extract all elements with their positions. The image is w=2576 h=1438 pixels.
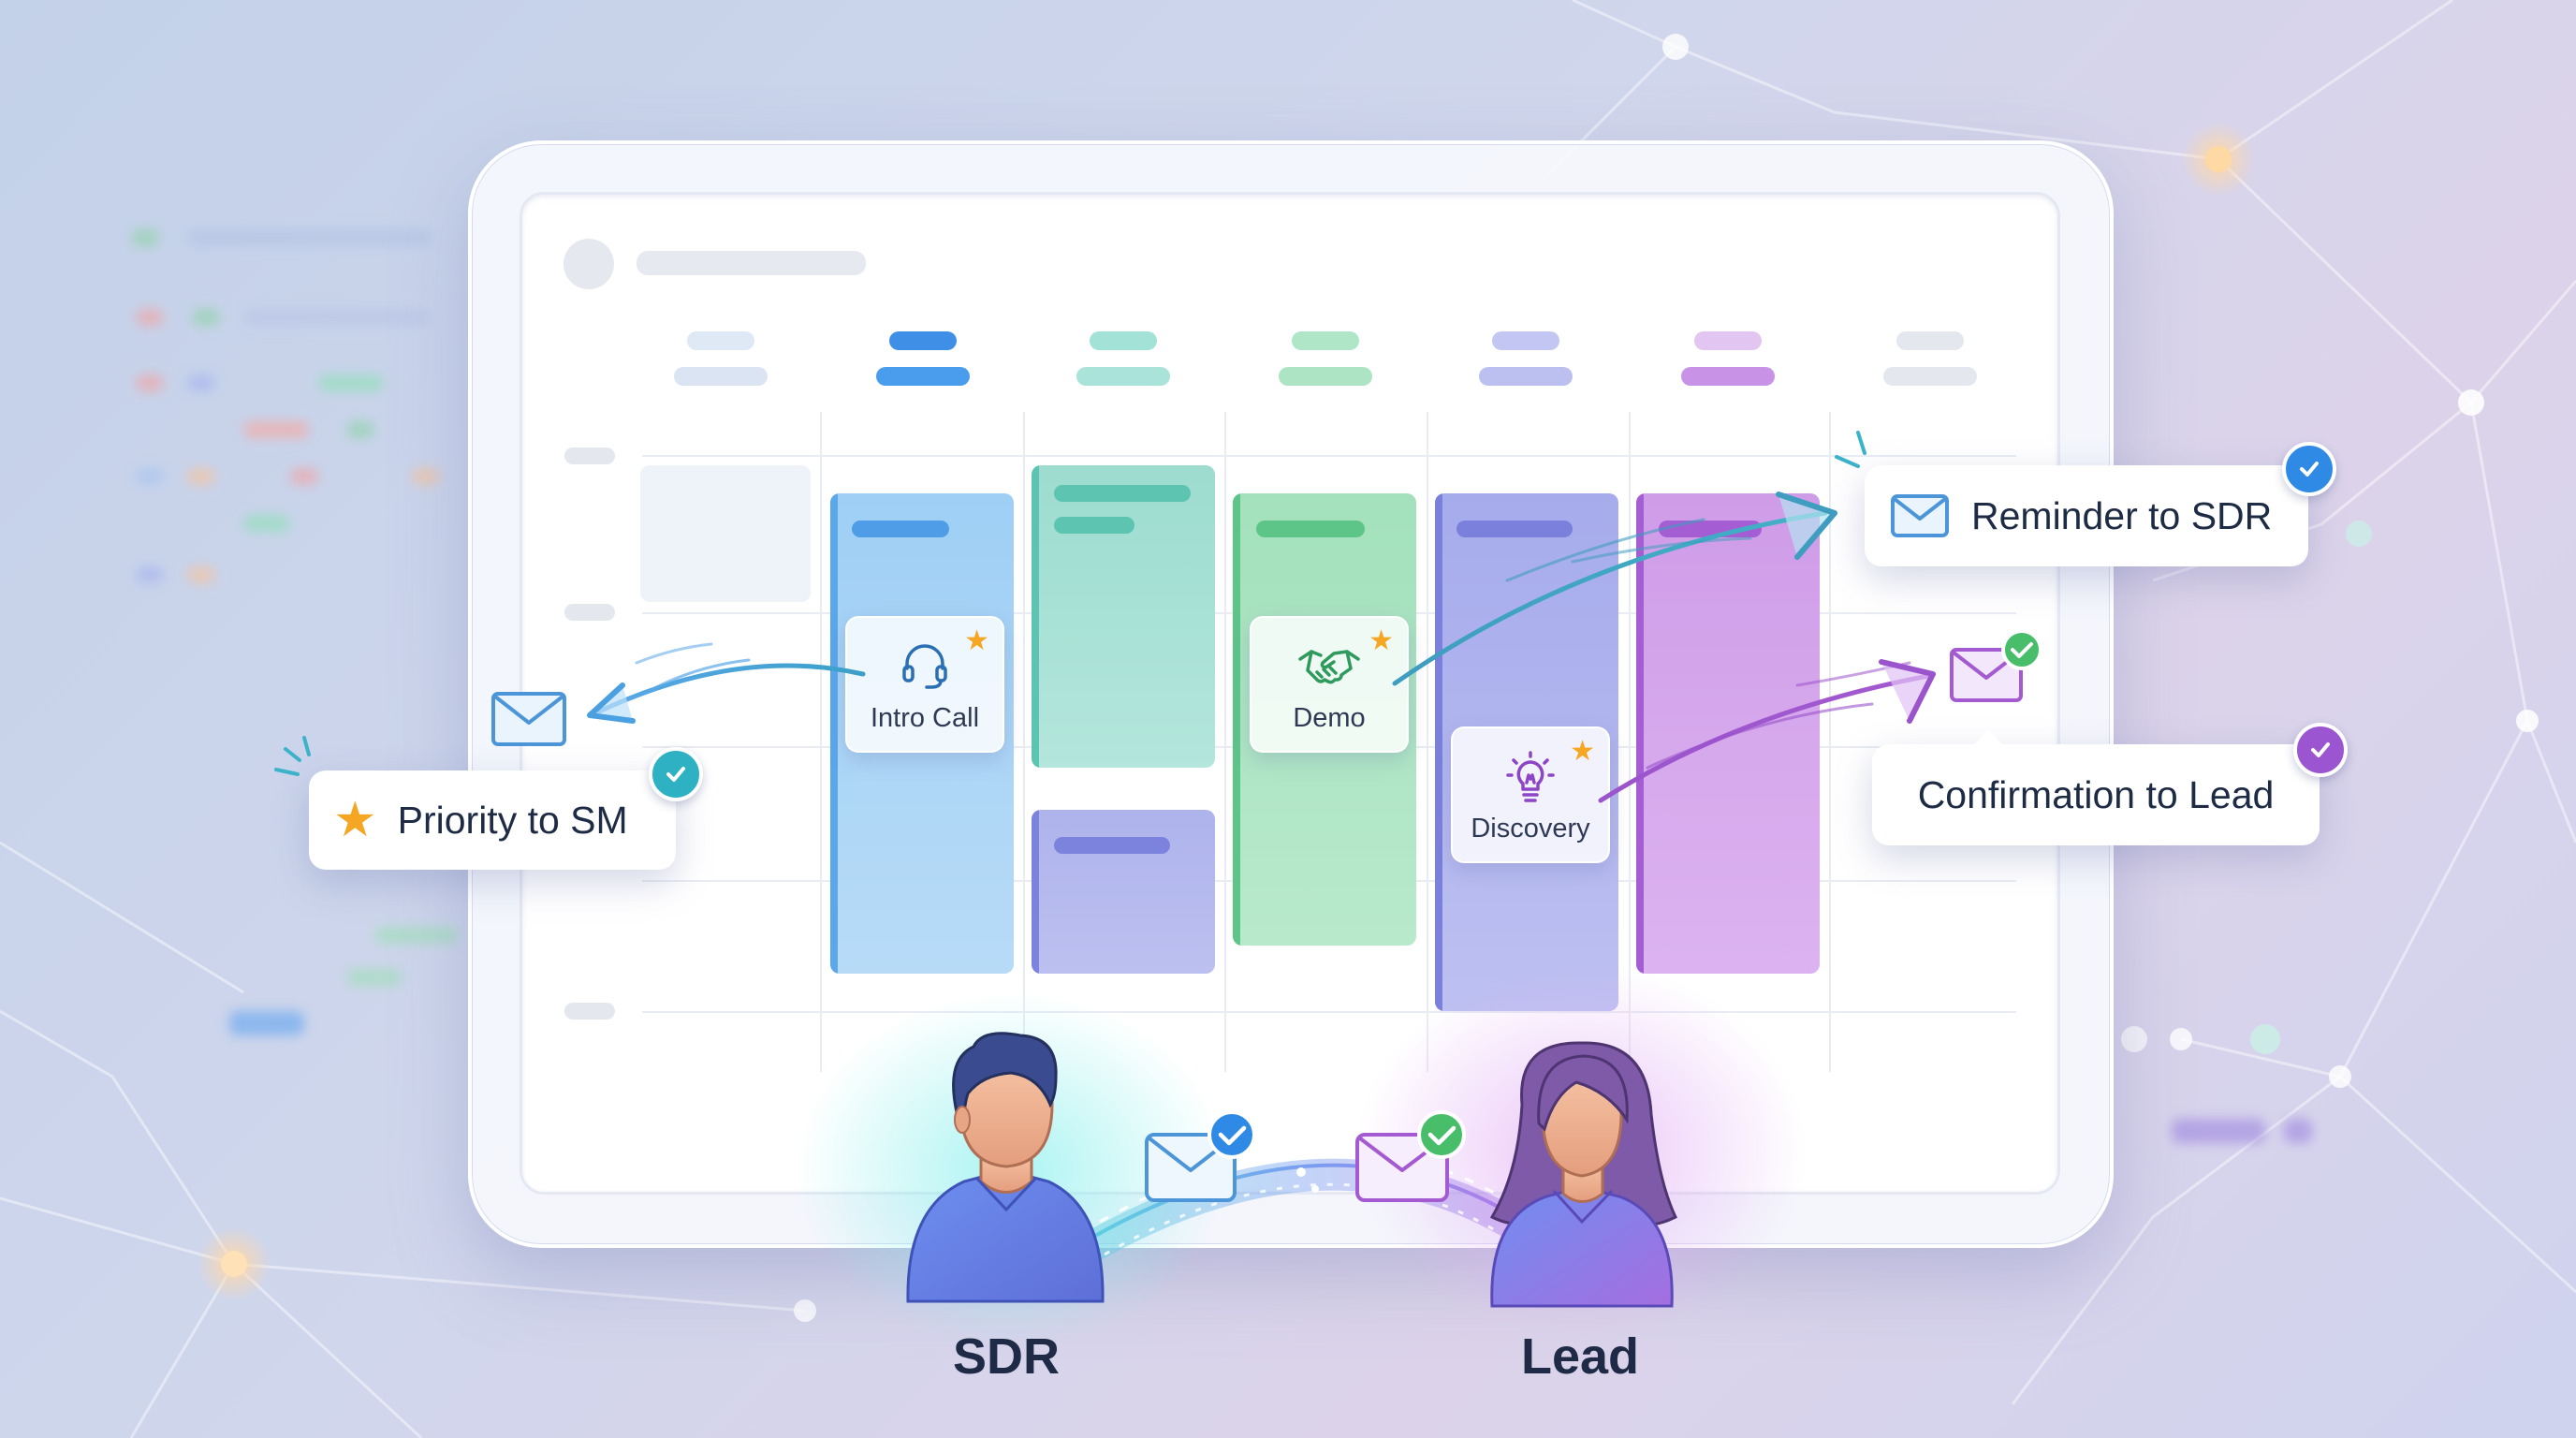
event-block-title-placeholder	[1256, 521, 1365, 537]
day-header-2-sub	[876, 367, 970, 386]
blurred-ui-fragment	[187, 468, 215, 485]
lightbulb-icon	[1506, 751, 1555, 802]
notification-label: Reminder to SDR	[1971, 493, 2273, 537]
grid-line	[820, 412, 822, 1072]
grid-line	[642, 455, 2016, 457]
check-badge-icon	[2293, 723, 2348, 777]
day-header-7[interactable]	[1896, 331, 1964, 350]
grid-line	[1829, 412, 1831, 1072]
blurred-ui-fragment	[136, 374, 164, 391]
star-icon: ★	[333, 793, 377, 847]
notification-label: Priority to SM	[397, 798, 628, 842]
event-label-demo: Demo	[1293, 703, 1366, 733]
blurred-ui-fragment	[318, 374, 384, 391]
blurred-ui-fragment	[187, 374, 215, 391]
event-card-discovery[interactable]: ★ Discovery	[1451, 726, 1610, 863]
empty-slot[interactable]	[640, 465, 811, 602]
blurred-ui-fragment	[136, 309, 164, 326]
time-label	[564, 1003, 615, 1020]
notification-priority-to-sm[interactable]: ★ Priority to SM	[309, 770, 676, 870]
event-label-discovery: Discovery	[1471, 814, 1590, 844]
grid-line	[642, 1011, 2016, 1013]
handshake-icon	[1298, 650, 1360, 684]
event-block-title-placeholder	[1456, 521, 1573, 537]
blurred-ui-fragment	[192, 309, 220, 326]
blurred-ui-fragment	[412, 468, 440, 485]
blurred-ui-fragment	[187, 229, 431, 246]
event-card-intro-call[interactable]: ★ Intro Call	[845, 616, 1004, 753]
event-block-title-placeholder	[1659, 521, 1762, 537]
star-icon: ★	[1368, 625, 1394, 656]
day-header-2[interactable]	[889, 331, 957, 350]
blurred-ui-fragment	[346, 969, 402, 986]
notification-label: Confirmation to Lead	[1917, 772, 2275, 816]
blurred-ui-fragment	[374, 927, 459, 944]
day-header-1[interactable]	[687, 331, 754, 350]
blurred-ui-fragment	[290, 468, 318, 485]
lead-label: Lead	[1520, 1328, 1640, 1385]
blurred-ui-fragment	[131, 229, 159, 246]
day-header-6-sub	[1681, 367, 1775, 386]
blurred-ui-fragment	[187, 566, 215, 583]
day-header-5[interactable]	[1492, 331, 1559, 350]
avatar	[564, 239, 614, 289]
notification-reminder-to-sdr[interactable]: Reminder to SDR	[1865, 465, 2308, 566]
time-label	[564, 604, 615, 621]
day-header-6[interactable]	[1694, 331, 1762, 350]
blurred-ui-fragment	[229, 1011, 304, 1035]
event-card-demo[interactable]: ★ Demo	[1250, 616, 1409, 753]
day-header-4-sub	[1279, 367, 1372, 386]
event-block-teal[interactable]	[1032, 465, 1215, 768]
notification-confirmation-to-lead[interactable]: Confirmation to Lead	[1872, 744, 2320, 845]
day-header-3[interactable]	[1090, 331, 1157, 350]
headset-icon	[902, 644, 947, 689]
day-header-1-sub	[674, 367, 768, 386]
time-label	[564, 448, 615, 464]
star-icon: ★	[964, 625, 989, 656]
grid-line	[1427, 412, 1428, 1072]
check-badge-icon	[2282, 442, 2336, 496]
blurred-ui-fragment	[243, 421, 309, 438]
event-block-title-placeholder	[1054, 485, 1191, 502]
event-label-intro-call: Intro Call	[870, 703, 980, 733]
grid-line	[1023, 412, 1025, 1072]
event-block-violet[interactable]	[1636, 493, 1820, 974]
grid-line	[1224, 412, 1226, 1072]
blurred-ui-fragment	[136, 468, 164, 485]
day-header-5-sub	[1479, 367, 1573, 386]
event-block-title-placeholder	[852, 521, 949, 537]
event-block-indigo-small[interactable]	[1032, 810, 1215, 974]
blurred-ui-fragment	[243, 515, 290, 532]
grid-line	[1629, 412, 1631, 1072]
blurred-ui-fragment	[2172, 1119, 2265, 1143]
envelope-icon	[1891, 494, 1949, 537]
day-header-3-sub	[1076, 367, 1170, 386]
blurred-ui-fragment	[346, 421, 374, 438]
event-block-subtitle-placeholder	[1054, 517, 1134, 534]
sdr-label: SDR	[952, 1328, 1060, 1385]
star-icon: ★	[1570, 736, 1595, 767]
check-badge-icon	[649, 747, 703, 801]
day-header-4[interactable]	[1292, 331, 1359, 350]
day-header-7-sub	[1883, 367, 1977, 386]
callout-pointer	[1973, 730, 2003, 745]
blurred-ui-fragment	[2284, 1119, 2312, 1143]
blurred-ui-fragment	[243, 309, 431, 326]
event-block-title-placeholder	[1054, 837, 1170, 854]
header-title-placeholder	[637, 251, 866, 275]
blurred-ui-fragment	[136, 566, 164, 583]
